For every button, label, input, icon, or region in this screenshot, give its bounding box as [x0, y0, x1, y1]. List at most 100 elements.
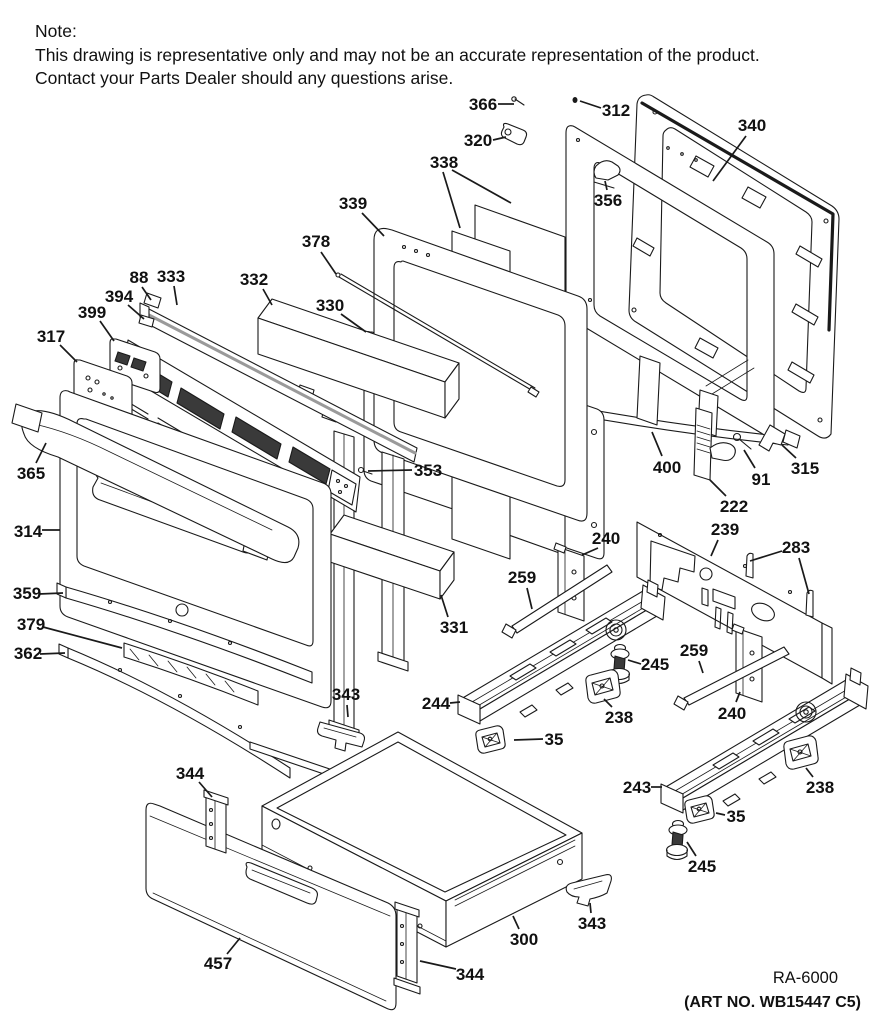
svg-text:243: 243 [623, 778, 651, 797]
svg-text:362: 362 [14, 644, 42, 663]
svg-text:343: 343 [578, 914, 606, 933]
svg-text:359: 359 [13, 584, 41, 603]
svg-text:238: 238 [605, 708, 633, 727]
part-label-314: 314 [14, 522, 60, 541]
part-222-door-latch [693, 407, 736, 481]
part-label-300: 300 [510, 915, 538, 949]
svg-text:353: 353 [414, 461, 442, 480]
part-353-screw [357, 466, 373, 475]
part-label-344: 344 [176, 764, 213, 798]
svg-text:344: 344 [176, 764, 205, 783]
svg-text:35: 35 [545, 730, 564, 749]
svg-text:457: 457 [204, 954, 232, 973]
part-label-399: 399 [78, 303, 115, 342]
svg-text:317: 317 [37, 327, 65, 346]
part-label-320: 320 [464, 131, 507, 150]
part-label-340: 340 [712, 116, 766, 182]
part-label-333: 333 [157, 267, 185, 306]
part-label-394: 394 [105, 287, 145, 320]
svg-text:338: 338 [430, 153, 458, 172]
part-label-91: 91 [743, 449, 771, 489]
part-label-88: 88 [130, 268, 152, 301]
part-label-244: 244 [422, 694, 461, 713]
svg-text:300: 300 [510, 930, 538, 949]
part-label-400: 400 [651, 431, 681, 477]
part-240-bracket-left [553, 542, 585, 622]
svg-text:245: 245 [688, 857, 716, 876]
svg-text:356: 356 [594, 191, 622, 210]
part-344-bracket-bottom [393, 901, 421, 995]
part-343-clip-left [316, 721, 366, 752]
part-label-245: 245 [627, 655, 669, 674]
svg-text:365: 365 [17, 464, 45, 483]
svg-text:340: 340 [738, 116, 766, 135]
part-label-353: 353 [367, 461, 442, 480]
part-259-rod-right [673, 646, 790, 711]
part-340-door-frame [628, 94, 840, 439]
part-label-259: 259 [680, 641, 708, 674]
part-label-222: 222 [709, 479, 748, 516]
svg-text:333: 333 [157, 267, 185, 286]
control-band [123, 339, 361, 513]
part-457-drawer-front [145, 802, 397, 1011]
svg-text:314: 314 [14, 522, 43, 541]
part-379-vent-trim [123, 642, 259, 706]
svg-text:238: 238 [806, 778, 834, 797]
svg-text:331: 331 [440, 618, 468, 637]
svg-text:91: 91 [752, 470, 771, 489]
part-label-379: 379 [17, 615, 123, 649]
svg-text:378: 378 [302, 232, 330, 251]
part-label-330: 330 [316, 296, 367, 333]
part-259-rod-left [501, 564, 613, 639]
part-label-238: 238 [805, 767, 834, 797]
svg-text:259: 259 [680, 641, 708, 660]
part-365-door-handle [11, 403, 300, 564]
part-label-315: 315 [781, 444, 819, 478]
part-label-283: 283 [749, 538, 810, 595]
part-35-pad-right [684, 795, 715, 824]
part-245-bolt-bottom [665, 819, 689, 861]
part-label-378: 378 [302, 232, 337, 275]
part-label-240: 240 [581, 529, 620, 556]
part-label-245: 245 [686, 841, 716, 876]
part-332-spacer-box [257, 298, 460, 419]
part-244-drawer-rail-left [457, 579, 666, 725]
part-label-457: 457 [204, 937, 241, 973]
part-356-clip [593, 160, 621, 189]
svg-text:259: 259 [508, 568, 536, 587]
part-label-362: 362 [14, 644, 66, 663]
part-91-screw [732, 432, 752, 450]
note-title: Note: [35, 21, 77, 41]
part-243-drawer-rail-right [660, 667, 869, 814]
part-label-365: 365 [17, 442, 47, 483]
svg-text:244: 244 [422, 694, 451, 713]
note-line-1: This drawing is representative only and … [35, 44, 760, 65]
svg-text:245: 245 [641, 655, 669, 674]
part-366-screw [511, 96, 525, 106]
svg-text:399: 399 [78, 303, 106, 322]
svg-text:240: 240 [592, 529, 620, 548]
part-label-344: 344 [419, 960, 485, 984]
part-312-plug [572, 97, 578, 103]
svg-text:222: 222 [720, 497, 748, 516]
svg-text:315: 315 [791, 459, 819, 478]
svg-text:312: 312 [602, 101, 630, 120]
part-label-35: 35 [715, 807, 745, 826]
part-359-trim-strip [56, 582, 313, 684]
part-label-332: 332 [240, 270, 273, 306]
part-label-243: 243 [623, 778, 662, 797]
part-label-356: 356 [594, 180, 622, 210]
part-362-trim-strip [58, 643, 291, 779]
note-block: Note: This drawing is representative onl… [35, 20, 760, 91]
svg-text:344: 344 [456, 965, 485, 984]
part-245-bolt-left [607, 643, 631, 685]
part-label-338: 338 [430, 153, 512, 229]
part-400-door-liner [565, 125, 775, 439]
svg-text:400: 400 [653, 458, 681, 477]
svg-text:343: 343 [332, 685, 360, 704]
part-label-240: 240 [718, 691, 746, 723]
part-label-312: 312 [579, 100, 630, 120]
part-label-238: 238 [603, 698, 633, 727]
